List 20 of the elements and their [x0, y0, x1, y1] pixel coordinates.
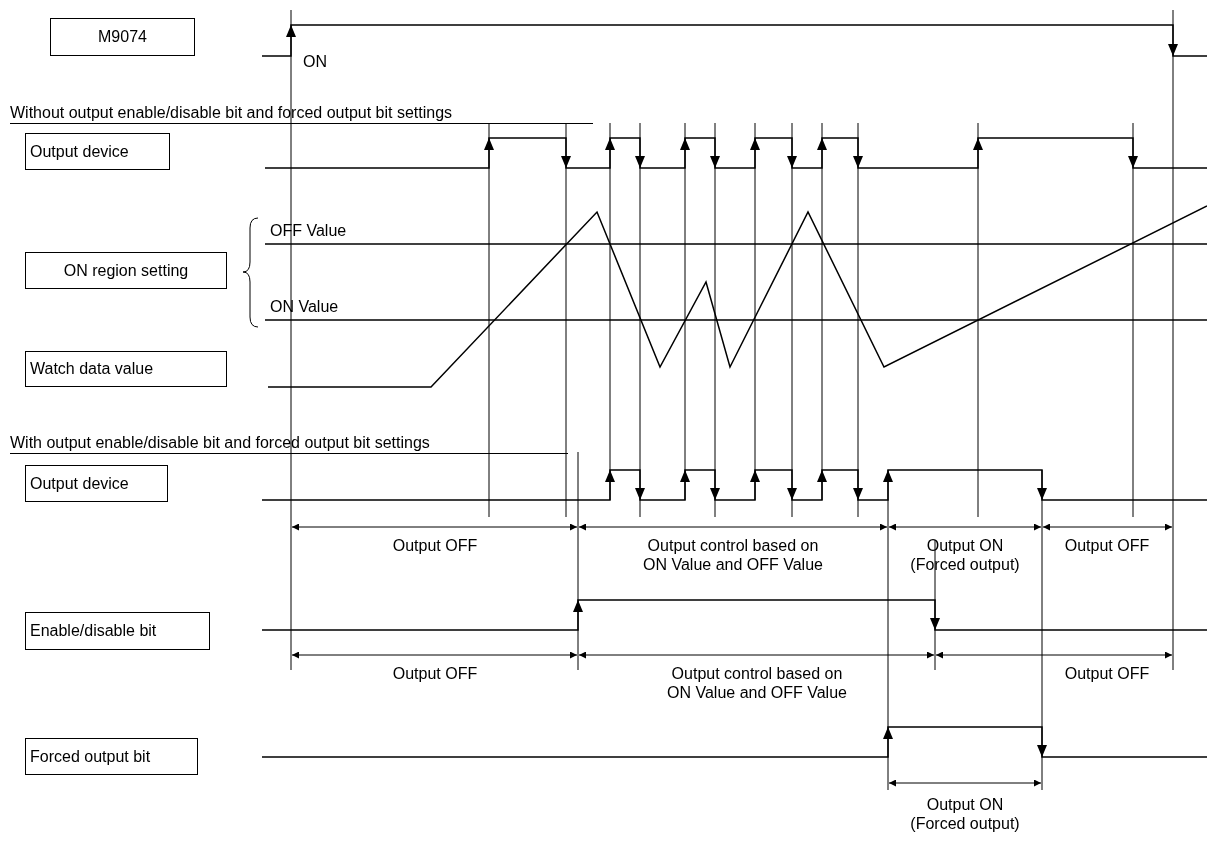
interval-label: Output control based on ON Value and OFF Value [642, 536, 824, 574]
signal-name-box: M9074 [50, 18, 195, 56]
interval-label: Output OFF [391, 536, 479, 555]
section-heading: With output enable/disable bit and forced output bit settings [10, 433, 568, 454]
section-heading: Without output enable/disable bit and forced output bit settings [10, 103, 593, 124]
signal-state-label: ON [303, 52, 327, 71]
threshold-label: ON Value [270, 297, 339, 316]
signal-name-box: Output device [25, 465, 168, 502]
interval-label: Output ON (Forced output) [909, 795, 1021, 833]
interval-label: Output OFF [391, 664, 479, 683]
interval-label: Output OFF [1063, 664, 1151, 683]
interval-label: Output control based on ON Value and OFF Value [666, 664, 848, 702]
interval-label: Output ON (Forced output) [909, 536, 1021, 574]
threshold-label: OFF Value [270, 221, 347, 240]
signal-name-box: Watch data value [25, 351, 227, 387]
signal-name-box: ON region setting [25, 252, 227, 289]
signal-name-box: Enable/disable bit [25, 612, 210, 650]
interval-label: Output OFF [1063, 536, 1151, 555]
signal-name-box: Output device [25, 133, 170, 170]
signal-name-box: Forced output bit [25, 738, 198, 775]
